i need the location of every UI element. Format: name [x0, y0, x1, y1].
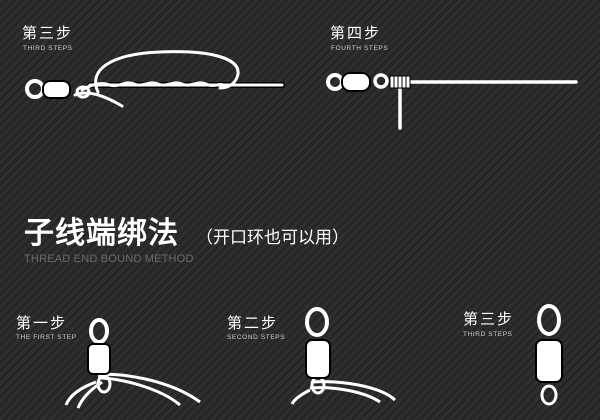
top-step3-title: 第三步	[22, 24, 74, 42]
bottom-step1-title: 第一步	[16, 314, 68, 332]
top-step3-knot-diagram	[25, 50, 285, 108]
bottom-step2-subtitle: SECOND STEPS	[227, 334, 286, 341]
bottom-step3-title: 第三步	[463, 310, 515, 328]
top-step4-title: 第四步	[330, 24, 382, 42]
bottom-step3-knot-diagram	[535, 304, 563, 406]
bottom-step1-subtitle: THE FIRST STEP	[16, 334, 77, 341]
bottom-step3-subtitle: THIRD STEPS	[463, 331, 513, 338]
section-title: 子线端绑法	[24, 216, 179, 251]
swivel-body	[42, 80, 71, 99]
top-step3-subtitle: THIRD STEPS	[23, 45, 73, 52]
section-subtitle: THREAD END BOUND METHOD	[24, 253, 194, 265]
section-title-note: （开口环也可以用）	[196, 228, 349, 248]
top-step4-subtitle: FOURTH STEPS	[331, 45, 389, 52]
knot-coils	[389, 75, 411, 89]
top-step4-knot-diagram	[326, 72, 578, 130]
bottom-step2-title: 第二步	[227, 314, 279, 332]
bottom-step2-knot-diagram	[290, 307, 397, 405]
